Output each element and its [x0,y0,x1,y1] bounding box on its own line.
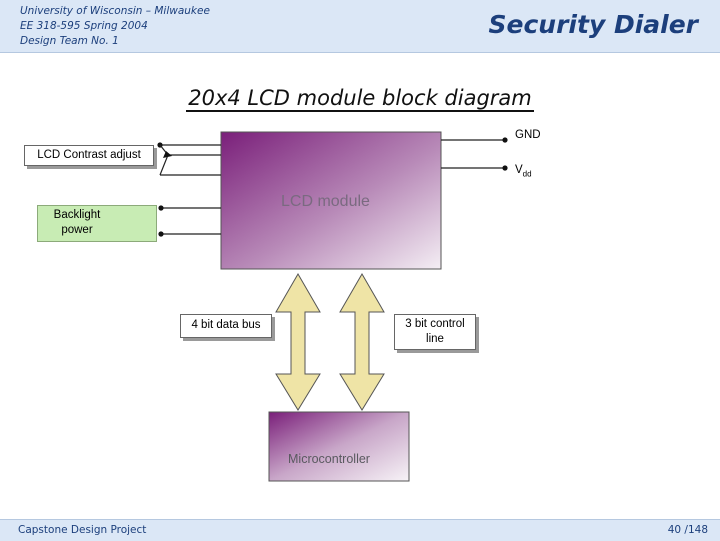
control-line-label-line1: 3 bit control [405,318,465,330]
team-name: Design Team No. 1 [20,35,119,47]
backlight-terminal-bottom [158,231,164,237]
university-name: University of Wisconsin – Milwaukee [20,5,210,17]
backlight-label-line1: Backlight [53,209,101,221]
control-line-arrow [339,273,385,411]
course-name: EE 318-595 Spring 2004 [20,20,148,32]
page-number: 40 /148 [667,524,708,536]
data-bus-arrow [275,273,321,411]
vdd-label: Vdd [515,164,532,179]
control-line-label-box: 3 bit control line [394,314,476,350]
gnd-label: GND [515,129,541,141]
backlight-label-box: Backlight power [37,205,157,242]
contrast-wiper-arrow [163,151,172,158]
lcd-module-label: LCD module [281,193,370,210]
control-line-label-line2: line [426,333,444,345]
footer-project: Capstone Design Project [18,524,147,536]
contrast-label: LCD Contrast adjust [37,149,141,161]
contrast-label-box: LCD Contrast adjust [24,145,154,166]
data-bus-label: 4 bit data bus [191,319,261,331]
diagram-title: 20x4 LCD module block diagram [186,86,534,112]
microcontroller-label: Microcontroller [288,452,370,466]
backlight-terminal-top [158,205,164,211]
vdd-terminal [502,165,508,171]
project-title: Security Dialer [488,10,698,39]
contrast-wiper [159,144,169,176]
backlight-label-line2: power [61,224,93,236]
lcd-module-block [220,131,442,270]
gnd-terminal [502,137,508,143]
slide-header: University of Wisconsin – Milwaukee EE 3… [0,0,720,53]
slide-footer: Capstone Design Project 40 /148 [0,519,720,541]
microcontroller-block [268,411,410,482]
data-bus-label-box: 4 bit data bus [180,314,272,338]
